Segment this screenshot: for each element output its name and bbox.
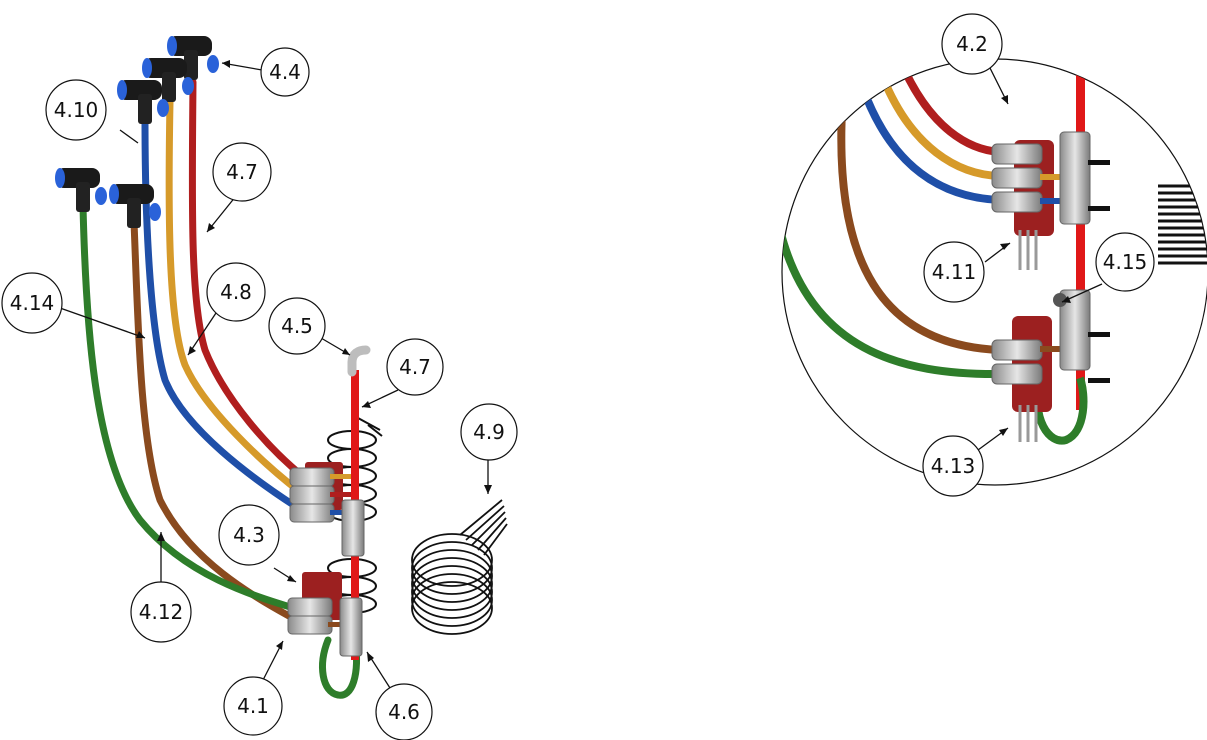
push-fit-tee-connector-4: [55, 168, 107, 212]
callout-label: 4.6: [388, 700, 420, 724]
callout-label: 4.3: [233, 523, 265, 547]
hose-gold: [165, 98, 304, 496]
rod-tee-upper: [341, 499, 365, 557]
callout-4-15: 4.15: [1095, 232, 1155, 292]
callout-label: 4.14: [10, 291, 55, 315]
hose-green-loop: [319, 636, 360, 699]
zoom-lower-manifold: [991, 289, 1110, 442]
callout-4-10: 4.10: [45, 79, 107, 141]
callout-4-4: 4.4: [260, 47, 310, 97]
rod-elbow-fitting: [347, 345, 371, 377]
callout-4-6: 4.6: [375, 683, 433, 740]
push-fit-tee-connector-2: [142, 58, 194, 102]
callout-4-5: 4.5: [268, 297, 326, 355]
callout-label: 4.1: [237, 694, 269, 718]
callout-4-1: 4.1: [223, 676, 283, 736]
callout-4-14: 4.14: [1, 272, 63, 334]
callout-label: 4.4: [269, 60, 301, 84]
hose-blue: [141, 116, 299, 510]
callout-label: 4.11: [932, 260, 977, 284]
hose-green: [79, 202, 304, 614]
zoom-detail: [781, 58, 1207, 486]
callout-label: 4.7: [399, 355, 431, 379]
callout-4-8: 4.8: [206, 262, 266, 322]
callout-label: 4.12: [139, 600, 184, 624]
callout-4-7-lower: 4.7: [386, 338, 444, 396]
zoom-hose-gold: [876, 68, 1001, 180]
leader-lines: [59, 60, 1103, 689]
coiled-cable: [411, 499, 508, 635]
callout-label: 4.7: [226, 160, 258, 184]
zoom-upper-manifold: [991, 131, 1110, 270]
callout-label: 4.13: [931, 454, 976, 478]
callout-label: 4.9: [473, 420, 505, 444]
zoom-red-rod: [1076, 59, 1085, 410]
push-fit-tee-connector-1: [167, 36, 219, 80]
callout-4-13: 4.13: [922, 435, 984, 497]
callout-label: 4.5: [281, 314, 313, 338]
push-fit-tee-connector-5: [109, 184, 161, 228]
push-fit-tee-connector-3: [117, 80, 169, 124]
callout-label: 4.15: [1103, 250, 1148, 274]
callout-4-11: 4.11: [923, 241, 985, 303]
main-assembly: [55, 36, 508, 699]
callout-label: 4.8: [220, 280, 252, 304]
callout-label: 4.2: [956, 32, 988, 56]
upper-manifold: [289, 462, 352, 523]
callout-4-9: 4.9: [460, 403, 518, 461]
zoom-hose-green: [782, 229, 1001, 379]
zoom-coil-lines: [1158, 184, 1207, 265]
callout-4-3: 4.3: [218, 504, 280, 566]
callout-4-7-upper: 4.7: [212, 142, 272, 202]
zoom-hose-red: [896, 59, 1001, 156]
zoom-hose-blue: [856, 78, 1001, 204]
rod-tee-lower: [339, 597, 363, 657]
hose-red: [188, 78, 309, 482]
callout-4-12: 4.12: [130, 581, 192, 643]
zoom-hose-brown: [837, 109, 1001, 354]
callout-label: 4.10: [54, 98, 99, 122]
callout-4-2: 4.2: [941, 13, 1003, 75]
lower-manifold: [287, 572, 350, 635]
